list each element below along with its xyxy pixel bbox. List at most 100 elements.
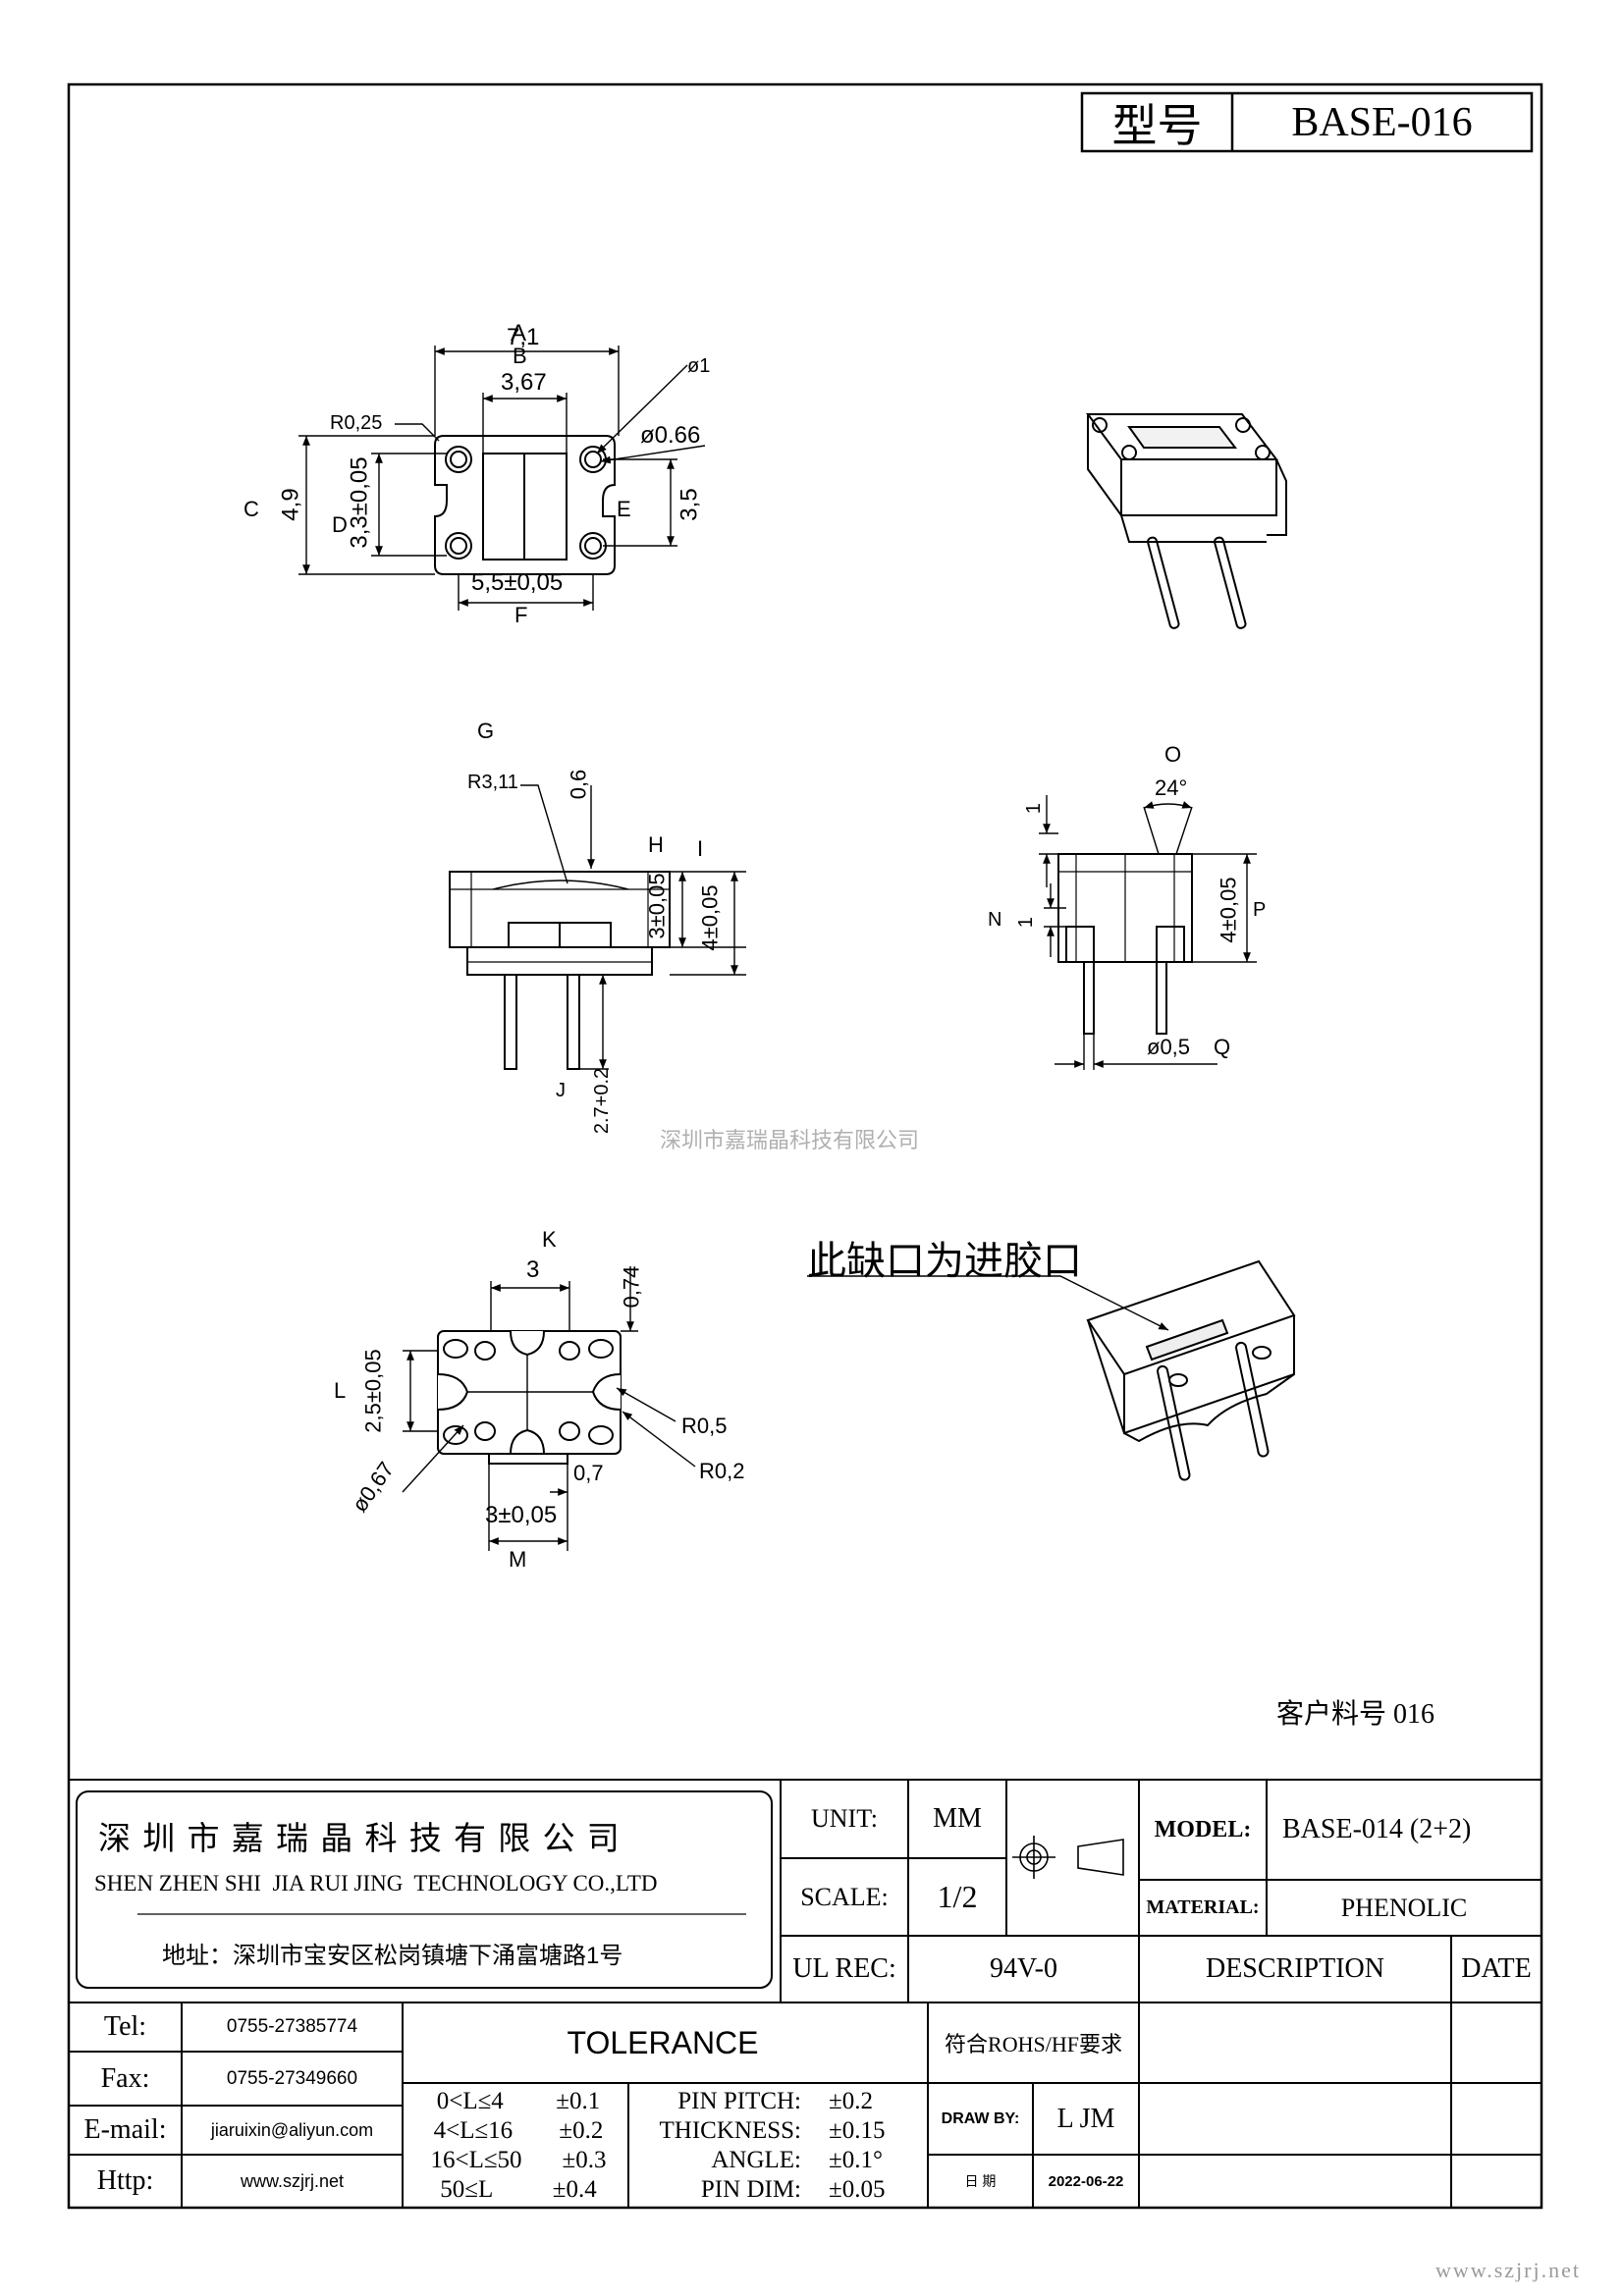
- circle-d: D: [332, 512, 348, 537]
- ul-label: UL REC:: [792, 1953, 896, 1984]
- tolerance-row: 0<L≤4 ±0.1: [410, 2087, 626, 2116]
- model-label: MODEL:: [1154, 1816, 1252, 1842]
- front-dim-lines: [520, 784, 746, 1070]
- drawn-by-value: L JM: [1056, 2103, 1115, 2134]
- model-title-box: [1080, 91, 1534, 153]
- top-dim-lines: [298, 346, 706, 611]
- circle-e: E: [617, 497, 631, 521]
- circle-l: L: [334, 1378, 347, 1403]
- tolerance-ranges: 0<L≤4 ±0.1 4<L≤16 ±0.2 16<L≤50 ±0.3 50≤L ±0.…: [410, 2087, 626, 2205]
- dim-r02: R0,2: [699, 1459, 745, 1483]
- material-value: PHENOLIC: [1340, 1893, 1468, 1922]
- tol: ±0.15: [829, 2117, 886, 2144]
- unit-value: MM: [933, 1803, 982, 1834]
- gate-note: 此缺口为进胶口: [807, 1240, 1082, 1283]
- dim-phi066: ø0.66: [640, 422, 701, 449]
- side-view: [1039, 795, 1257, 1070]
- tol: ±0.4: [552, 2176, 597, 2203]
- compliance: 符合ROHS/HF要求: [945, 2032, 1122, 2056]
- tol: ±0.3: [562, 2147, 607, 2173]
- company-name-cn: 深 圳 市 嘉 瑞 晶 科 技 有 限 公 司: [98, 1822, 622, 1857]
- tol: ±0.05: [829, 2176, 886, 2203]
- dim-24: 24°: [1155, 775, 1188, 800]
- circle-q: Q: [1214, 1035, 1231, 1059]
- dim-k: 3: [526, 1256, 540, 1283]
- dim-r05: R0,5: [681, 1414, 728, 1438]
- param-row: ANGLE:±0.1°: [636, 2146, 921, 2175]
- dim-r025: R0,25: [330, 412, 383, 434]
- dim-1-left: 1: [1015, 916, 1038, 929]
- range: 50≤L: [440, 2176, 494, 2203]
- sheet-border: [67, 82, 1543, 2210]
- dim-07: 0,7: [573, 1461, 604, 1485]
- bottom-dim-lines: [402, 1266, 696, 1551]
- circle-j: J: [556, 1080, 566, 1101]
- circle-o: O: [1164, 742, 1182, 767]
- tolerance-row: 16<L≤50 ±0.3: [410, 2146, 626, 2175]
- http-label: Http:: [96, 2165, 154, 2196]
- scale-value: 1/2: [937, 1879, 978, 1914]
- circle-n: N: [988, 909, 1002, 931]
- param-row: PIN DIM: ±0.05: [636, 2175, 921, 2205]
- dim-3: 3±0,05: [644, 873, 670, 939]
- drawn-by-label: DRAW BY:: [941, 2109, 1020, 2127]
- tel-label: Tel:: [103, 2011, 147, 2042]
- model-title-value: BASE-016: [1291, 99, 1473, 145]
- dim-phi1: ø1: [687, 355, 711, 377]
- side-dim-lines: [1039, 795, 1257, 1070]
- dim-b: 3,67: [501, 369, 547, 396]
- circle-h: H: [648, 832, 664, 857]
- dim-074: 0,74: [619, 1265, 644, 1308]
- footer-url[interactable]: www.szjrj.net: [1435, 2258, 1581, 2282]
- material-label: MATERIAL:: [1146, 1896, 1260, 1918]
- range: 16<L≤50: [430, 2147, 522, 2173]
- circle-a: A: [511, 320, 527, 347]
- param: PIN PITCH:: [677, 2088, 801, 2114]
- tolerance-row: 50≤L ±0.4: [410, 2175, 626, 2205]
- tolerance-title: TOLERANCE: [567, 2024, 759, 2060]
- front-view: [449, 784, 746, 1070]
- tol: ±0.2: [829, 2088, 873, 2114]
- param: THICKNESS:: [659, 2117, 801, 2144]
- projection-symbol: [1012, 1836, 1124, 1879]
- circle-f: F: [514, 603, 528, 627]
- dim-p: 4±0,05: [1216, 877, 1241, 943]
- param: PIN DIM:: [700, 2176, 801, 2203]
- dim-a: 7,1: [507, 324, 540, 350]
- company-address: 地址：深圳市宝安区松岗镇塘下涌富塘路1号: [162, 1943, 623, 1969]
- param: ANGLE:: [711, 2147, 801, 2173]
- ul-value: 94V-0: [990, 1953, 1057, 1984]
- model-title-label: 型号: [1111, 100, 1203, 151]
- iso-view-1: [1086, 413, 1287, 629]
- title-block-grid: [69, 1779, 1542, 2208]
- iso-view-2: [807, 1259, 1296, 1481]
- watermark: 深圳市嘉瑞晶科技有限公司: [660, 1128, 920, 1152]
- date-value: 2022-06-22: [1048, 2172, 1124, 2190]
- tolerance-params: PIN PITCH:±0.2 THICKNESS:±0.15 ANGLE:±0.…: [636, 2087, 921, 2205]
- dim-q: ø0,5: [1147, 1035, 1191, 1059]
- dim-27: 2.7+0.2: [591, 1067, 614, 1135]
- tol: ±0.2: [559, 2117, 604, 2144]
- dim-m: 3±0,05: [485, 1502, 558, 1528]
- tolerance-row: 4<L≤16 ±0.2: [410, 2116, 626, 2146]
- range: 0<L≤4: [436, 2088, 504, 2114]
- circle-g: G: [477, 719, 495, 743]
- dim-e: 3,5: [676, 488, 703, 521]
- dim-l: 2,5±0,05: [360, 1349, 386, 1433]
- range: 4<L≤16: [433, 2117, 514, 2144]
- email-value[interactable]: jiaruixin@aliyun.com: [210, 2119, 374, 2140]
- dim-c: 4,9: [277, 488, 304, 521]
- description-label: DESCRIPTION: [1205, 1953, 1384, 1984]
- unit-label: UNIT:: [810, 1804, 879, 1833]
- http-value[interactable]: www.szjrj.net: [240, 2170, 345, 2191]
- dim-f: 5,5±0,05: [471, 569, 564, 596]
- circle-k: K: [542, 1227, 557, 1252]
- tol: ±0.1: [556, 2088, 601, 2114]
- dim-r311: R3,11: [467, 772, 518, 793]
- dim-06: 0,6: [566, 769, 591, 800]
- model-value: BASE-014 (2+2): [1282, 1814, 1472, 1844]
- fax-label: Fax:: [100, 2062, 150, 2094]
- fax-value: 0755-27349660: [226, 2067, 358, 2089]
- customer-part: 客户料号 016: [1276, 1699, 1435, 1730]
